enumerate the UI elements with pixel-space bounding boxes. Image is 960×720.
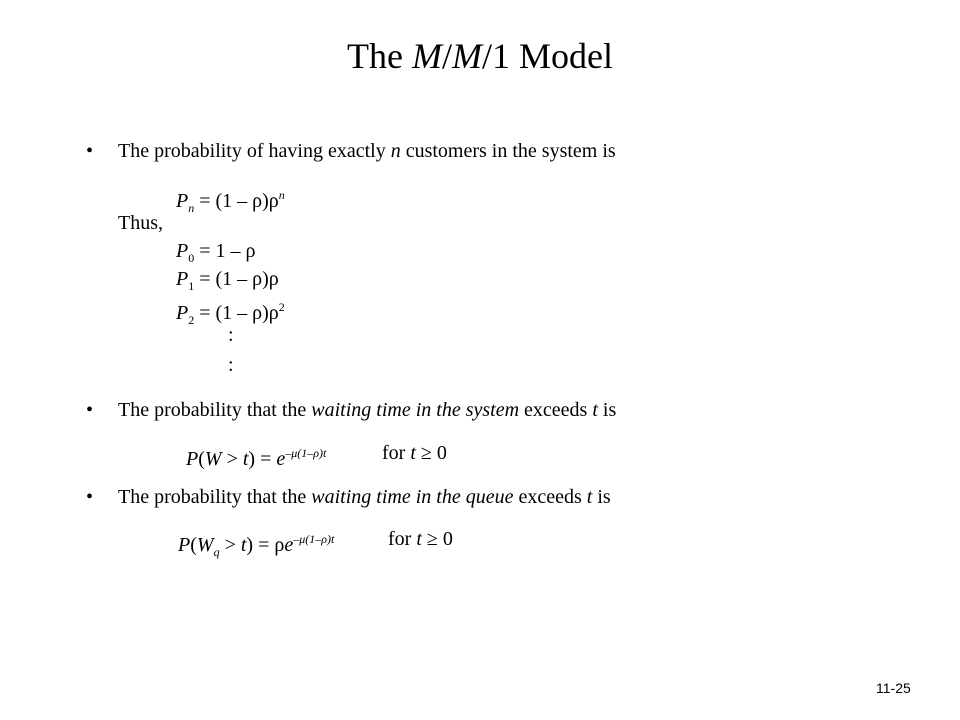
f2-exp: –μ(1–ρ)t [293, 532, 335, 546]
p2-p: P [176, 302, 189, 324]
formula-p0: P0 = 1 – ρ [176, 238, 255, 271]
bullet-3-var: t [586, 486, 593, 508]
bullet-3-em: waiting time in the queue [311, 486, 514, 508]
f2-t2: t [416, 528, 422, 550]
f1-e: e [276, 448, 286, 470]
p0-p: P [176, 240, 189, 262]
page-number: 11-25 [876, 680, 911, 696]
p0-rest: = 1 – ρ [194, 240, 256, 262]
f2-t: t [240, 534, 247, 556]
pn-sup: n [278, 188, 285, 202]
f2-wsub: q [213, 545, 220, 559]
bullet-1-text: The probability of having exactly n cust… [118, 138, 616, 164]
title-prefix: The [347, 36, 412, 76]
bullet-2-text: The probability that the waiting time in… [118, 397, 616, 423]
f1-open: ( [198, 448, 205, 470]
bullet-3-pre: The probability that the [118, 486, 312, 508]
f2-open: ( [190, 534, 197, 556]
bullet-2-em: waiting time in the system [311, 399, 520, 421]
bullet-2-mid: exceeds [519, 399, 593, 421]
title-m1: M [411, 36, 442, 76]
f2-e: e [284, 534, 294, 556]
bullet-1-var: n [390, 140, 401, 162]
f1-condition: for t ≥ 0 [382, 440, 447, 466]
p1-sub: 1 [188, 279, 195, 293]
p2-sub: 2 [188, 313, 195, 327]
p1-rest: = (1 – ρ)ρ [194, 268, 279, 290]
bullet-2-marker: • [86, 399, 94, 421]
bullet-2-var: t [592, 399, 598, 421]
bullet-3-post: is [592, 486, 611, 508]
ellipsis-2: : [228, 354, 234, 376]
bullet-3-mid: exceeds [513, 486, 587, 508]
formula-p1: P1 = (1 – ρ)ρ [176, 266, 279, 299]
p2-rest: = (1 – ρ)ρ [194, 302, 279, 324]
f1-w: W [204, 448, 222, 470]
title-suffix: /1 Model [481, 36, 613, 76]
bullet-2-post: is [597, 399, 617, 421]
bullet-1-pre: The probability of having exactly [118, 140, 391, 162]
f1-exp: –μ(1–ρ)t [285, 446, 327, 460]
title-m2: M [451, 36, 482, 76]
slide-title: The M/M/1 Model [0, 32, 960, 80]
f1-t: t [242, 448, 249, 470]
f1-gt: > [221, 448, 243, 470]
ellipsis-1: : [228, 324, 234, 346]
f1-close: ) = [248, 448, 277, 470]
f2-p: P [178, 534, 191, 556]
p1-p: P [176, 268, 189, 290]
formula-p2: P2 = (1 – ρ)ρ2 [176, 294, 285, 333]
f2-for: for [388, 528, 417, 550]
bullet-1-marker: • [86, 140, 94, 162]
title-slash: / [441, 36, 452, 76]
f1-p: P [186, 448, 199, 470]
bullet-3-text: The probability that the waiting time in… [118, 484, 611, 510]
f2-cond: ≥ 0 [421, 528, 453, 550]
f2-condition: for t ≥ 0 [388, 526, 453, 552]
formula-queue-wait: P(Wq > t) = ρe–μ(1–ρ)t [178, 526, 334, 565]
bullet-2-pre: The probability that the [118, 399, 312, 421]
f1-t2: t [410, 442, 416, 464]
pn-sub: n [188, 201, 195, 215]
bullet-1-post: customers in the system is [400, 140, 616, 162]
f1-for: for [382, 442, 411, 464]
pn-mid: = (1 – ρ)ρ [194, 190, 279, 212]
thus-label: Thus, [118, 212, 163, 234]
p0-sub: 0 [188, 251, 195, 265]
f2-w: W [196, 534, 214, 556]
p2-sup: 2 [278, 300, 285, 314]
f1-cond: ≥ 0 [415, 442, 447, 464]
f2-close: ) = ρ [246, 534, 285, 556]
f2-gt: > [219, 534, 241, 556]
bullet-3-marker: • [86, 486, 94, 508]
formula-pn: Pn = (1 – ρ)ρn [176, 182, 285, 221]
formula-system-wait: P(W > t) = e–μ(1–ρ)t [186, 440, 326, 472]
pn-p: P [176, 190, 189, 212]
